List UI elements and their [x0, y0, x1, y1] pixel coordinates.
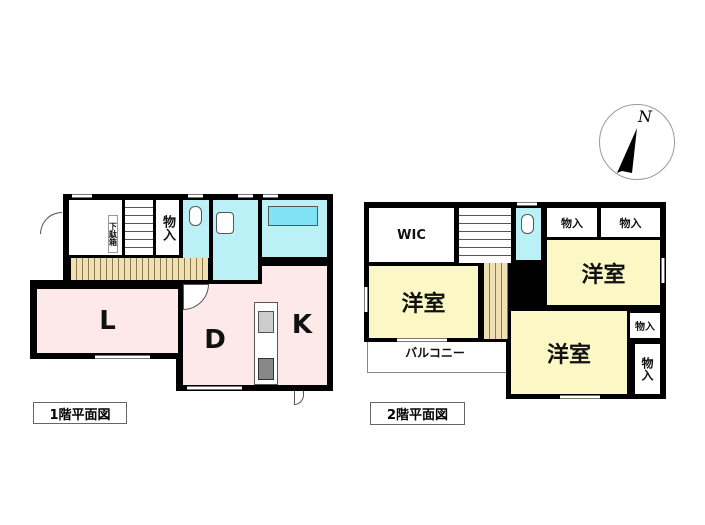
window — [517, 202, 537, 206]
storage-1f: 物入 — [156, 200, 179, 255]
hallway — [71, 258, 208, 280]
storage-2f-2: 物入 — [601, 208, 660, 237]
back-door[interactable] — [294, 391, 304, 405]
kitchen-label: K — [291, 310, 313, 340]
window — [95, 355, 150, 359]
north-arrow-icon — [617, 128, 637, 173]
window — [560, 395, 600, 399]
sink-icon — [216, 212, 234, 234]
storage-2f-4: 物入 — [635, 344, 660, 394]
walk-in-closet: WIC — [369, 208, 454, 262]
stove-icon — [258, 358, 274, 380]
kitchen-counter — [254, 302, 278, 385]
toilet-icon — [189, 206, 202, 226]
window — [188, 194, 203, 198]
storage-2f-3: 物入 — [630, 313, 660, 338]
floor-2-label: 2階平面図 — [370, 402, 465, 425]
shoe-cabinet: 下駄箱 — [108, 215, 118, 253]
staircase — [459, 208, 511, 263]
living-room: L — [37, 289, 178, 353]
window — [72, 194, 92, 198]
western-room-left: 洋室 — [369, 266, 478, 338]
bathroom — [262, 200, 327, 257]
window — [364, 287, 368, 312]
bathtub-icon — [268, 206, 318, 226]
sink-icon — [258, 311, 274, 333]
washroom — [213, 200, 258, 280]
toilet-1f — [183, 200, 209, 258]
western-room-bottom: 洋室 — [511, 311, 627, 394]
western-room-top-right: 洋室 — [547, 240, 660, 305]
toilet-2f — [516, 208, 541, 260]
dining-label: D — [204, 325, 226, 355]
storage-2f-1: 物入 — [547, 208, 597, 237]
toilet-icon — [521, 214, 534, 234]
dk-room-upper — [262, 266, 327, 286]
entrance-door[interactable] — [40, 212, 62, 234]
north-label: N — [638, 107, 652, 126]
window — [238, 194, 253, 198]
window — [263, 194, 278, 198]
window — [397, 338, 447, 342]
staircase — [125, 200, 153, 255]
balcony-label: バルコニー — [405, 345, 465, 360]
window — [661, 258, 665, 283]
stair-hall — [484, 263, 508, 339]
window — [187, 386, 242, 390]
compass: N — [599, 104, 675, 180]
floor-1-label: 1階平面図 — [33, 402, 127, 424]
